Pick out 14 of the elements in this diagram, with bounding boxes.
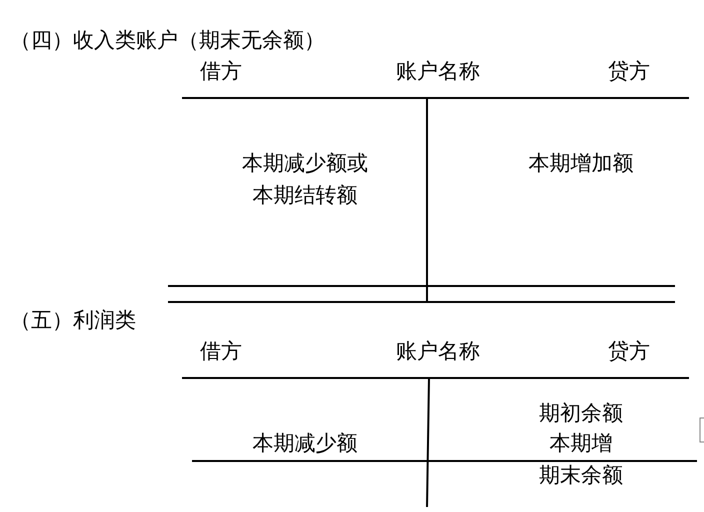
column-heading: 账户名称 [396,58,480,85]
entry-text: 本期增 [550,430,612,457]
section-heading: （四）收入类账户（期末无余额） [10,27,325,54]
column-heading: 贷方 [608,58,650,85]
section-heading: （五）利润类 [10,307,136,334]
entry-text: 期末余额 [539,462,623,489]
column-heading: 账户名称 [396,338,480,365]
column-heading: 借方 [200,338,242,365]
entry-text: 期初余额 [539,400,623,427]
entry-text: 本期减少额或本期结转额 [241,150,369,209]
column-heading: 贷方 [608,338,650,365]
column-heading: 借方 [200,58,242,85]
entry-text: 本期减少额 [252,430,358,457]
entry-text: 本期增加额 [528,150,634,177]
